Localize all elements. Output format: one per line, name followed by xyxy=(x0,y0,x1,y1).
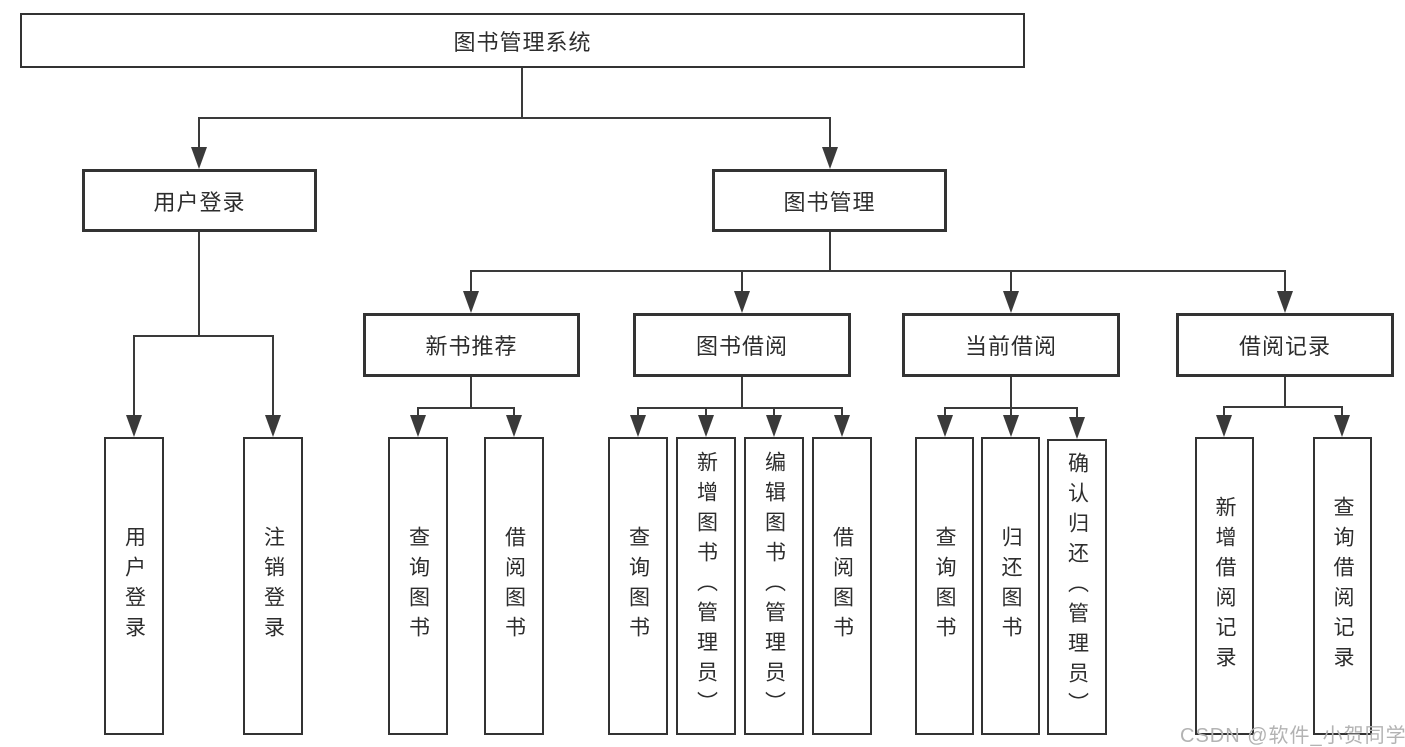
arrowhead-icon xyxy=(265,415,281,437)
connector-line xyxy=(198,117,200,150)
connector-line xyxy=(829,117,831,150)
connector-line xyxy=(470,270,472,292)
connector-line xyxy=(133,335,274,337)
connector-line xyxy=(1010,270,1012,292)
leaf-add-borrow-record-label: 新增借阅记录 xyxy=(1213,496,1237,676)
connector-line xyxy=(272,335,274,417)
connector-line xyxy=(773,407,775,419)
leaf-edit-books-admin: 编辑图书（管理员） xyxy=(744,437,804,735)
leaf-query-books-recommend-label: 查询图书 xyxy=(406,526,430,646)
arrowhead-icon xyxy=(698,415,714,437)
arrowhead-icon xyxy=(506,415,522,437)
leaf-query-books-recommend: 查询图书 xyxy=(388,437,448,735)
connector-line xyxy=(1284,270,1286,292)
node-book-borrow-label: 图书借阅 xyxy=(695,334,788,359)
node-root-label: 图书管理系统 xyxy=(453,29,592,55)
leaf-return-books: 归还图书 xyxy=(981,437,1040,735)
node-current-borrow: 当前借阅 xyxy=(902,313,1120,377)
leaf-logout: 注销登录 xyxy=(243,437,303,735)
connector-line xyxy=(470,377,472,409)
connector-line xyxy=(741,377,743,409)
node-current-borrow-label: 当前借阅 xyxy=(964,334,1057,359)
leaf-return-books-label: 归还图书 xyxy=(999,526,1023,646)
leaf-query-borrow-record: 查询借阅记录 xyxy=(1313,437,1372,735)
connector-line xyxy=(198,117,831,119)
leaf-borrow-books-recommend-label: 借阅图书 xyxy=(502,526,526,646)
leaf-borrow-books-label: 借阅图书 xyxy=(830,526,854,646)
connector-line xyxy=(829,232,831,272)
leaf-query-books-current: 查询图书 xyxy=(915,437,974,735)
node-borrow-record-label: 借阅记录 xyxy=(1238,334,1331,359)
leaf-logout-label: 注销登录 xyxy=(261,526,285,646)
leaf-borrow-books: 借阅图书 xyxy=(812,437,872,735)
arrowhead-icon xyxy=(734,291,750,313)
node-root: 图书管理系统 xyxy=(20,13,1025,68)
connector-line xyxy=(417,407,419,419)
connector-line xyxy=(521,68,523,117)
connector-line xyxy=(1223,406,1225,418)
leaf-query-books-borrow-label: 查询图书 xyxy=(626,526,650,646)
arrowhead-icon xyxy=(1216,415,1232,437)
node-new-book-recommend: 新书推荐 xyxy=(363,313,580,377)
arrowhead-icon xyxy=(630,415,646,437)
node-new-book-recommend-label: 新书推荐 xyxy=(425,334,518,359)
connector-line xyxy=(1284,377,1286,408)
leaf-add-books-admin-label: 新增图书（管理员） xyxy=(694,451,718,721)
connector-line xyxy=(133,335,135,417)
connector-line xyxy=(1010,377,1012,409)
leaf-query-borrow-record-label: 查询借阅记录 xyxy=(1331,496,1355,676)
node-book-management: 图书管理 xyxy=(712,169,947,232)
arrowhead-icon xyxy=(1277,291,1293,313)
connector-line xyxy=(1010,407,1012,419)
connector-line xyxy=(841,407,843,419)
leaf-user-login: 用户登录 xyxy=(104,437,164,735)
arrowhead-icon xyxy=(834,415,850,437)
node-book-borrow: 图书借阅 xyxy=(633,313,851,377)
arrowhead-icon xyxy=(1334,415,1350,437)
arrowhead-icon xyxy=(822,147,838,169)
connector-line xyxy=(1076,407,1078,419)
connector-line xyxy=(741,270,743,292)
node-user-login: 用户登录 xyxy=(82,169,317,232)
connector-line xyxy=(198,232,200,337)
leaf-confirm-return-admin-label: 确认归还（管理员） xyxy=(1065,452,1089,722)
node-book-management-label: 图书管理 xyxy=(783,189,876,215)
connector-line xyxy=(417,407,515,409)
connector-line xyxy=(705,407,707,419)
node-user-login-label: 用户登录 xyxy=(153,189,246,215)
connector-line xyxy=(637,407,843,409)
arrowhead-icon xyxy=(1003,415,1019,437)
connector-line xyxy=(944,407,946,419)
leaf-add-books-admin: 新增图书（管理员） xyxy=(676,437,736,735)
leaf-query-books-current-label: 查询图书 xyxy=(933,526,957,646)
arrowhead-icon xyxy=(126,415,142,437)
leaf-user-login-label: 用户登录 xyxy=(122,526,146,646)
connector-line xyxy=(470,270,1286,272)
connector-line xyxy=(1341,406,1343,418)
leaf-borrow-books-recommend: 借阅图书 xyxy=(484,437,544,735)
arrowhead-icon xyxy=(191,147,207,169)
leaf-add-borrow-record: 新增借阅记录 xyxy=(1195,437,1254,735)
arrowhead-icon xyxy=(1003,291,1019,313)
arrowhead-icon xyxy=(463,291,479,313)
connector-line xyxy=(513,407,515,419)
leaf-query-books-borrow: 查询图书 xyxy=(608,437,668,735)
leaf-confirm-return-admin: 确认归还（管理员） xyxy=(1047,439,1107,735)
arrowhead-icon xyxy=(1069,417,1085,439)
leaf-edit-books-admin-label: 编辑图书（管理员） xyxy=(762,451,786,721)
arrowhead-icon xyxy=(410,415,426,437)
csdn-watermark: CSDN @软件_小贺同学 xyxy=(1180,725,1405,747)
node-borrow-record: 借阅记录 xyxy=(1176,313,1394,377)
arrowhead-icon xyxy=(937,415,953,437)
arrowhead-icon xyxy=(766,415,782,437)
connector-line xyxy=(1223,406,1343,408)
connector-line xyxy=(637,407,639,419)
